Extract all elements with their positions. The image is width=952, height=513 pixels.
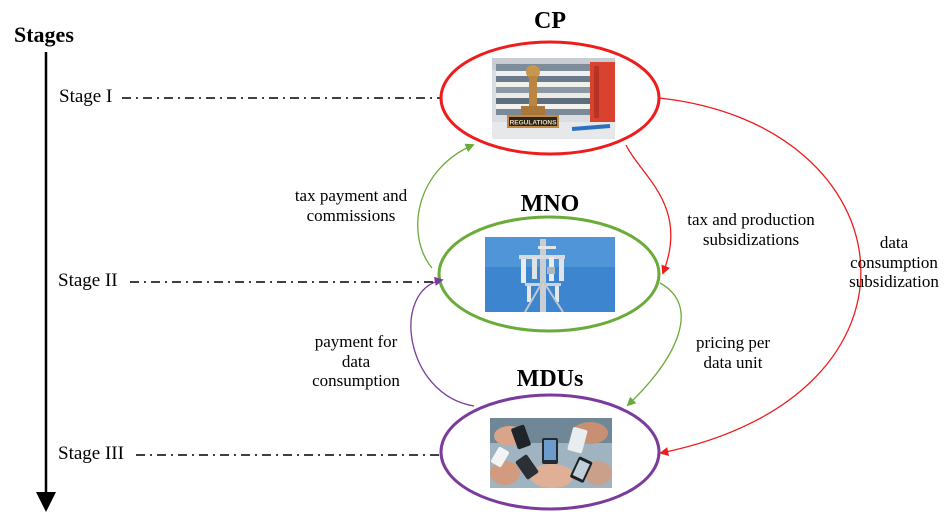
axis-title: Stages [14,22,74,47]
label-tax-subsidy-line-1: tax and production [687,210,815,229]
label-payment-data: payment for data consumption [300,332,412,391]
mdu-title: MDUs [516,366,584,392]
label-payment-data-line-2: data [341,351,371,371]
label-tax-payment: tax payment and commissions [270,186,432,225]
label-data-subsidy-line-1: data [879,233,909,252]
pricing-arrow [626,282,682,407]
label-data-subsidy: data consumption subsidization [838,233,950,292]
stage-label-2: Stage II [58,270,118,291]
stage-label-3: Stage III [58,443,124,464]
tax-subsidy-arrow [625,144,672,275]
label-payment-data-line-1: payment for [314,332,398,351]
label-pricing: pricing per data unit [677,333,789,372]
tax-payment-arrow [417,143,475,269]
label-tax-subsidy: tax and production subsidizations [672,210,830,249]
mdu-ellipse [439,393,661,511]
data-subsidy-arrow [658,97,862,456]
payment-data-arrow [410,276,475,407]
label-tax-payment-line-1: tax payment and [294,186,408,205]
label-pricing-line-2: data unit [703,352,763,372]
mdu-phones-image [490,418,612,488]
label-tax-subsidy-line-2: subsidizations [702,229,800,249]
cp-stamp-text: REGULATIONS [510,120,557,127]
label-tax-payment-line-2: commissions [306,205,396,225]
cp-regulations-image: REGULATIONS [492,58,615,139]
stage-label-1: Stage I [59,86,113,107]
label-pricing-line-1: pricing per [695,333,771,352]
mno-title: MNO [520,191,580,217]
label-payment-data-line-3: consumption [312,371,400,391]
mno-ellipse [437,215,661,333]
cp-title: CP [534,8,566,34]
mno-tower-image [485,237,615,312]
label-data-subsidy-line-2: consumption [850,252,938,272]
label-data-subsidy-line-3: subsidization [849,272,939,292]
